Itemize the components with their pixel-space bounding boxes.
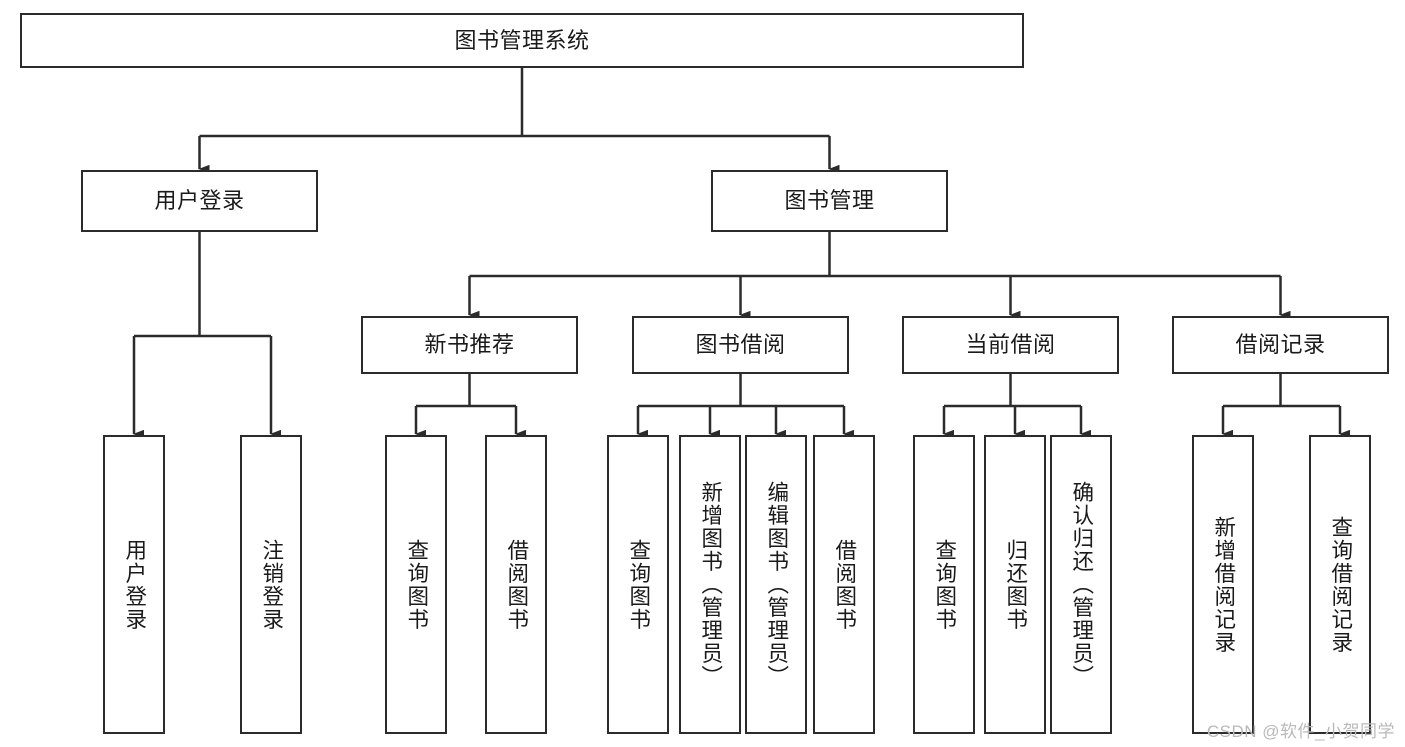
node-label-book-borrow: 图书借阅 [695, 332, 786, 358]
node-label-leaf-borrow-book-1: 借阅图书 [504, 538, 529, 631]
node-leaf-logout: 注销登录 [240, 435, 302, 734]
node-label-leaf-query-record: 查询借阅记录 [1328, 515, 1353, 654]
node-leaf-add-book: 新增图书（管理员） [679, 435, 741, 734]
node-label-leaf-edit-book: 编辑图书（管理员） [764, 481, 789, 688]
node-label-new-book-recommend: 新书推荐 [424, 332, 515, 358]
node-label-leaf-query-book-3: 查询图书 [932, 538, 957, 631]
node-label-leaf-confirm-return: 确认归还（管理员） [1069, 481, 1094, 688]
node-book-borrow: 图书借阅 [632, 316, 849, 374]
node-leaf-borrow-book-1: 借阅图书 [485, 435, 547, 734]
node-user-login: 用户登录 [81, 170, 318, 232]
node-label-leaf-logout: 注销登录 [259, 538, 284, 631]
node-label-leaf-query-book-1: 查询图书 [404, 538, 429, 631]
node-label-leaf-borrow-book-2: 借阅图书 [832, 538, 857, 631]
node-leaf-query-book-1: 查询图书 [385, 435, 447, 734]
node-label-leaf-user-login: 用户登录 [122, 538, 147, 631]
node-current-borrow: 当前借阅 [902, 316, 1119, 374]
node-leaf-borrow-book-2: 借阅图书 [813, 435, 875, 734]
node-label-leaf-query-book-2: 查询图书 [626, 538, 651, 631]
node-label-user-login: 用户登录 [154, 188, 245, 214]
node-leaf-query-book-2: 查询图书 [607, 435, 669, 734]
node-label-leaf-add-book: 新增图书（管理员） [698, 481, 723, 688]
node-label-book-manage: 图书管理 [784, 188, 875, 214]
node-label-borrow-record: 借阅记录 [1235, 332, 1326, 358]
node-root: 图书管理系统 [20, 13, 1024, 68]
node-leaf-query-book-3: 查询图书 [913, 435, 975, 734]
node-label-leaf-add-record: 新增借阅记录 [1211, 515, 1236, 654]
node-new-book-recommend: 新书推荐 [361, 316, 578, 374]
node-borrow-record: 借阅记录 [1172, 316, 1389, 374]
node-label-current-borrow: 当前借阅 [965, 332, 1056, 358]
page-title: 图书管理系统 [454, 27, 590, 53]
node-label-leaf-return-book: 归还图书 [1003, 538, 1028, 631]
node-leaf-query-record: 查询借阅记录 [1309, 435, 1371, 734]
node-leaf-user-login: 用户登录 [103, 435, 165, 734]
node-leaf-edit-book: 编辑图书（管理员） [745, 435, 807, 734]
node-book-manage: 图书管理 [711, 170, 948, 232]
node-leaf-return-book: 归还图书 [984, 435, 1046, 734]
node-leaf-confirm-return: 确认归还（管理员） [1050, 435, 1112, 734]
node-leaf-add-record: 新增借阅记录 [1192, 435, 1254, 734]
